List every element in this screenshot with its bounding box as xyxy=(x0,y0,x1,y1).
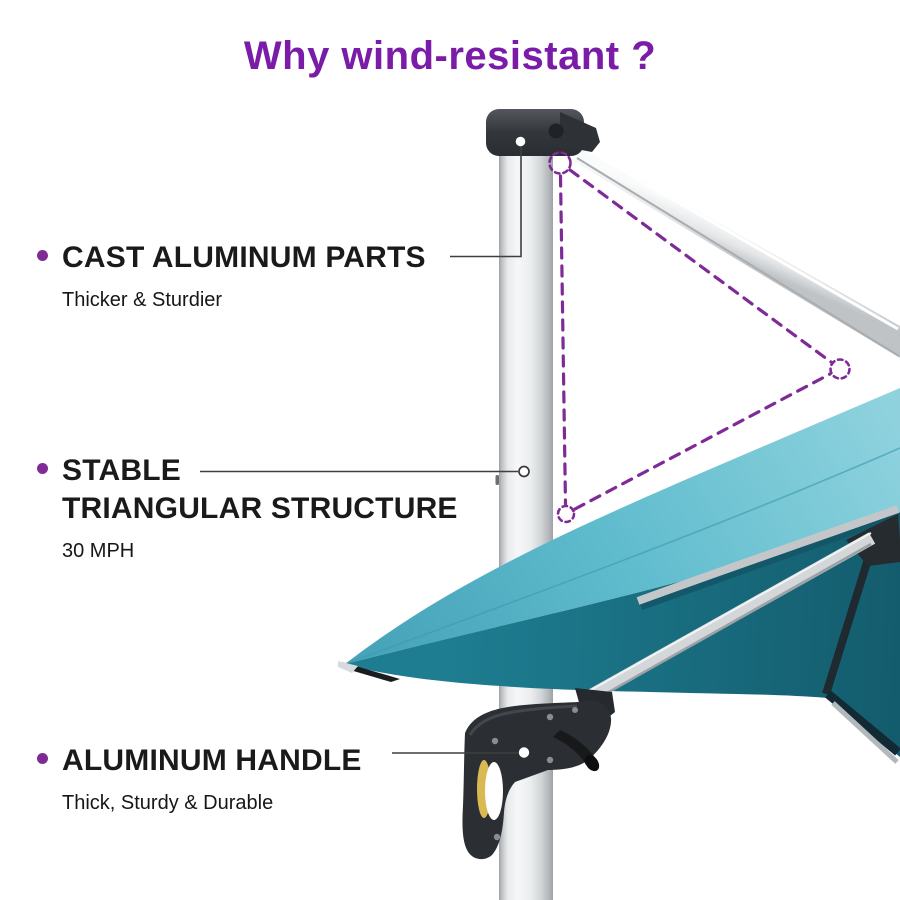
triangle-vertex-top-icon xyxy=(548,151,572,175)
annotation-label: CAST ALUMINUM PARTS xyxy=(62,239,426,277)
marker-dot-cap-icon xyxy=(515,136,526,147)
annotation-stable-triangular-structure: STABLE TRIANGULAR STRUCTURE 30 MPH xyxy=(37,452,458,563)
crank-lever xyxy=(553,730,596,765)
bullet-icon xyxy=(37,753,48,764)
corner-rib xyxy=(831,701,899,764)
triangle-side-bottom xyxy=(573,372,832,511)
canopy-top-surface xyxy=(345,388,900,664)
annotation-label-text: ALUMINUM HANDLE xyxy=(62,744,362,777)
annotation-label-text-line2: TRIANGULAR STRUCTURE xyxy=(62,492,458,525)
handle-screws xyxy=(491,707,578,841)
pole-seam-detail xyxy=(495,475,499,485)
triangle-side-hypotenuse xyxy=(568,168,833,364)
annotation-label-text: CAST ALUMINUM PARTS xyxy=(62,241,426,274)
annotation-sublabel: Thicker & Sturdier xyxy=(62,289,223,311)
page-title: Why wind-resistant ? xyxy=(243,34,657,78)
corner-rib-dark xyxy=(825,690,900,756)
screw-icon xyxy=(546,713,554,721)
umbrella-arm xyxy=(566,136,900,358)
annotation-label: STABLE TRIANGULAR STRUCTURE xyxy=(62,452,458,528)
triangle-vertex-right-icon xyxy=(829,358,851,380)
handle-strut-edge xyxy=(583,542,872,708)
triangle-vertex-bottom-icon xyxy=(556,504,576,524)
annotation-sublabel: Thick, Sturdy & Durable xyxy=(62,792,274,814)
arm-bar xyxy=(566,136,900,358)
handle-body-highlight xyxy=(468,704,578,736)
cap-arm-joint xyxy=(560,112,600,152)
canopy xyxy=(344,388,900,757)
canopy-seam xyxy=(344,447,900,665)
annotation-sublabel: 30 MPH xyxy=(62,540,135,562)
screw-icon xyxy=(493,833,501,841)
bullet-icon xyxy=(37,463,48,474)
triangle-overlay xyxy=(548,151,851,524)
cap-bolt-icon xyxy=(548,123,564,139)
side-rib xyxy=(822,554,873,696)
handle-strut-highlight xyxy=(581,532,872,696)
crank-knob xyxy=(584,754,600,772)
screw-icon xyxy=(572,707,578,713)
annotation-cast-aluminum-parts: CAST ALUMINUM PARTS Thicker & Sturdier xyxy=(37,239,426,312)
arm-highlight xyxy=(569,138,899,331)
tip-cap xyxy=(338,661,358,673)
handle-strut xyxy=(579,532,876,706)
annotation-aluminum-handle: ALUMINUM HANDLE Thick, Sturdy & Durable xyxy=(37,742,362,815)
screw-icon xyxy=(546,756,554,764)
arm-shadow-edge xyxy=(576,157,900,357)
marker-dot-handle-icon xyxy=(518,747,530,758)
triangle-side-left xyxy=(558,174,568,506)
bullet-icon xyxy=(37,250,48,261)
leader-lines xyxy=(200,136,530,758)
leader-line-cast-aluminum xyxy=(450,146,522,258)
marker-ring-pole-icon xyxy=(518,465,530,478)
handle-grip-hole xyxy=(485,762,503,820)
cap-body xyxy=(486,109,584,156)
pole-cap xyxy=(486,109,600,156)
canopy-underside xyxy=(345,512,900,757)
canopy-ribs xyxy=(338,505,900,764)
ridge-rib xyxy=(636,505,900,605)
annotation-label: ALUMINUM HANDLE xyxy=(62,742,362,780)
annotation-label-text: STABLE xyxy=(62,454,181,487)
tilt-handle xyxy=(462,688,615,860)
screw-icon xyxy=(491,737,499,745)
